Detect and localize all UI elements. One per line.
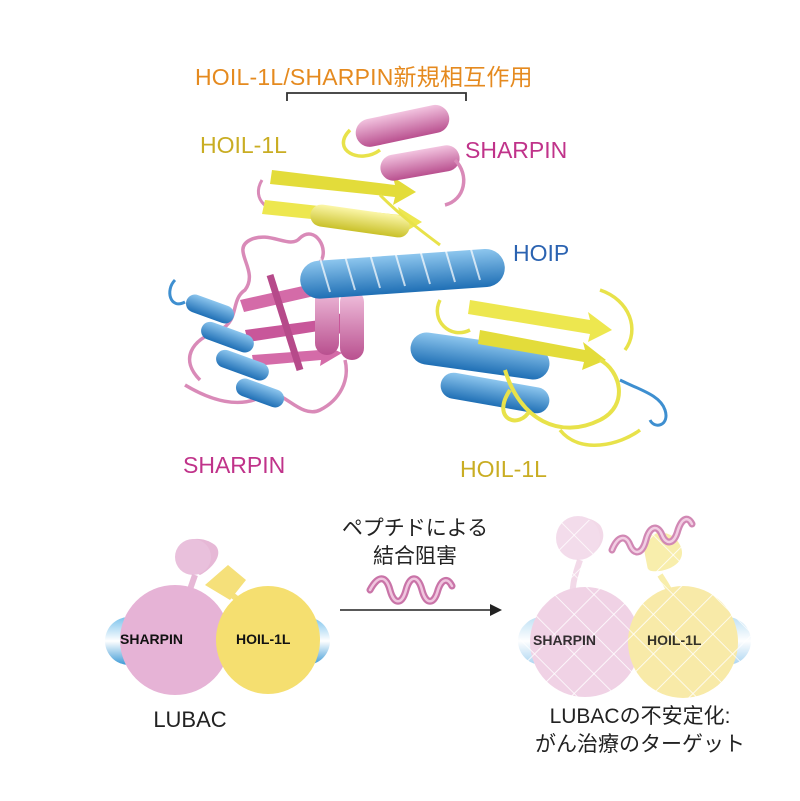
right-caption: LUBACの不安定化: がん治療のターゲット — [505, 703, 775, 759]
lubac-schematic-right — [518, 515, 760, 700]
right-caption-line1: LUBACの不安定化: — [549, 705, 731, 728]
sharpin-oval-left — [120, 585, 230, 695]
left-hoil-label: HOIL-1L — [236, 631, 291, 647]
right-hoil-label: HOIL-1L — [647, 632, 702, 648]
arrow-caption: ペプチドによる 結合阻害 — [335, 515, 495, 571]
peptide-helix — [366, 575, 456, 605]
label-hoil-top: HOIL-1L — [200, 132, 287, 158]
label-hoip: HOIP — [513, 240, 570, 266]
arrow-caption-line2: 結合阻害 — [373, 545, 457, 568]
label-sharpin-top: SHARPIN — [465, 137, 568, 163]
figure-title: HOIL-1L/SHARPIN新規相互作用 — [195, 64, 533, 90]
arrow-caption-line1: ペプチドによる — [341, 517, 489, 540]
inhibition-arrow — [340, 575, 502, 616]
label-hoil-bottom: HOIL-1L — [460, 456, 547, 482]
right-sharpin-label: SHARPIN — [533, 632, 597, 648]
right-caption-line2: がん治療のターゲット — [535, 733, 745, 756]
lubac-schematic-left — [105, 538, 330, 695]
label-sharpin-bottom: SHARPIN — [183, 452, 286, 478]
left-caption: LUBAC — [153, 707, 227, 732]
hoil-oval-left — [216, 586, 320, 694]
protein-structure — [168, 104, 668, 447]
interaction-bracket — [286, 92, 467, 101]
left-sharpin-label: SHARPIN — [120, 631, 184, 647]
